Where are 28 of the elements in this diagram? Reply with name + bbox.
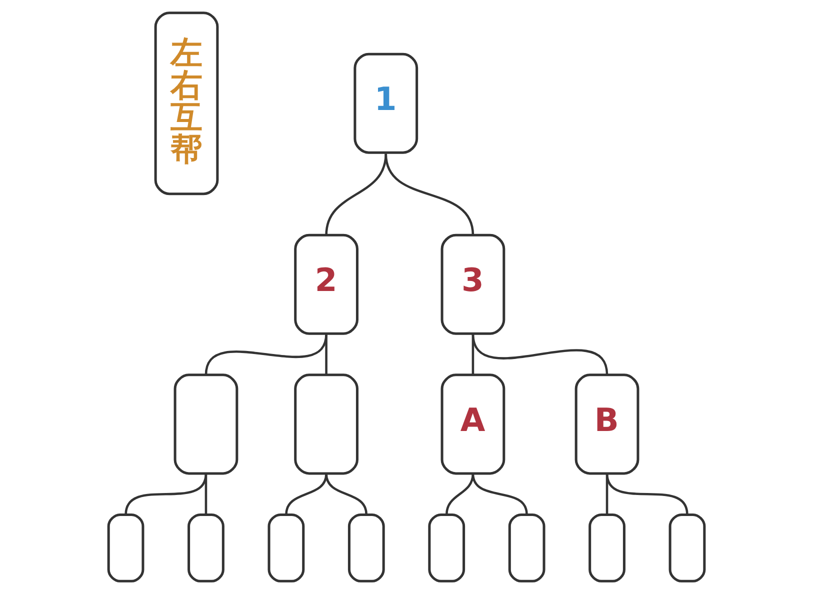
node-box [428,513,466,582]
node-box [107,513,144,582]
connector [325,334,328,375]
node-box: 1 [354,52,418,154]
connector [445,473,474,515]
node-box [188,513,224,582]
node-box: B [574,374,640,475]
node-box: 2 [294,234,358,335]
connector [204,333,328,376]
node-box [508,513,546,582]
connector [285,473,328,515]
node-box [348,513,385,582]
node-box: 左右互帮 [154,12,219,196]
node-box: A [440,374,506,475]
connector [325,154,388,236]
connector [384,154,474,236]
connector [472,473,528,515]
node-box [668,513,706,582]
connector [472,333,608,376]
connector [124,473,208,515]
node-box [174,374,238,475]
node-box [588,513,626,582]
connector [325,473,368,515]
connector [606,473,688,515]
connector [204,473,208,515]
node-box [268,513,305,582]
node-box: 3 [440,234,506,335]
node-box [294,374,358,475]
